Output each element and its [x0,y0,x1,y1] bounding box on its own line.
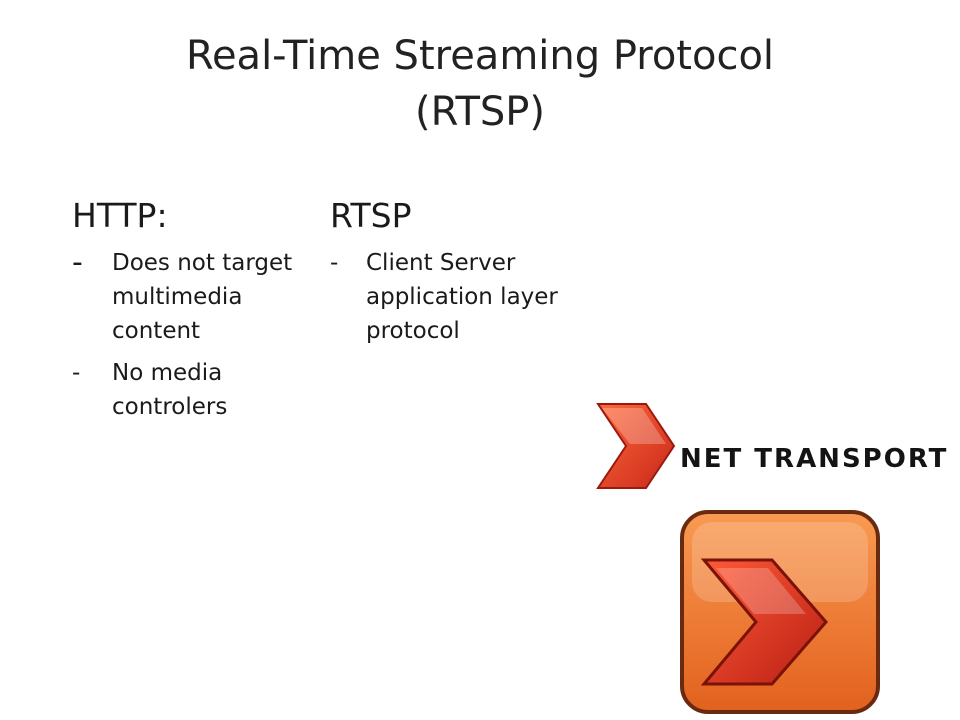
slide-title: Real-Time Streaming Protocol (RTSP) [80,28,880,140]
net-transport-logo: NET TRANSPORT [568,388,960,720]
rtsp-bullet-1-text: Client Server application layer protocol [366,250,558,344]
http-column: HTTP: - Does not target multimedia conte… [72,192,302,432]
http-bullet-1: - Does not target multimedia content [72,246,302,348]
rtsp-bullet-list: - Client Server application layer protoc… [330,246,590,348]
bullet-dash: - [72,360,81,386]
http-bullet-2: - No media controlers [72,356,302,424]
http-heading: HTTP: [72,196,168,235]
rtsp-column: RTSP - Client Server application layer p… [330,192,590,356]
slide-title-line-1: Real-Time Streaming Protocol [185,33,775,79]
chevron-right-icon [596,403,676,489]
net-transport-logo-graphic [596,403,880,714]
bullet-dash: - [72,245,83,280]
rtsp-bullet-1: - Client Server application layer protoc… [330,246,590,348]
http-bullet-1-text: Does not target multimedia content [112,250,293,344]
net-transport-wordmark: NET TRANSPORT [680,444,949,474]
slide-title-line-2: (RTSP) [414,89,546,135]
http-bullet-2-text: No media controlers [112,360,228,420]
bullet-dash: - [330,250,339,276]
net-transport-app-icon [680,510,880,714]
http-bullet-list: - Does not target multimedia content - N… [72,246,302,424]
rtsp-heading: RTSP [330,196,412,235]
